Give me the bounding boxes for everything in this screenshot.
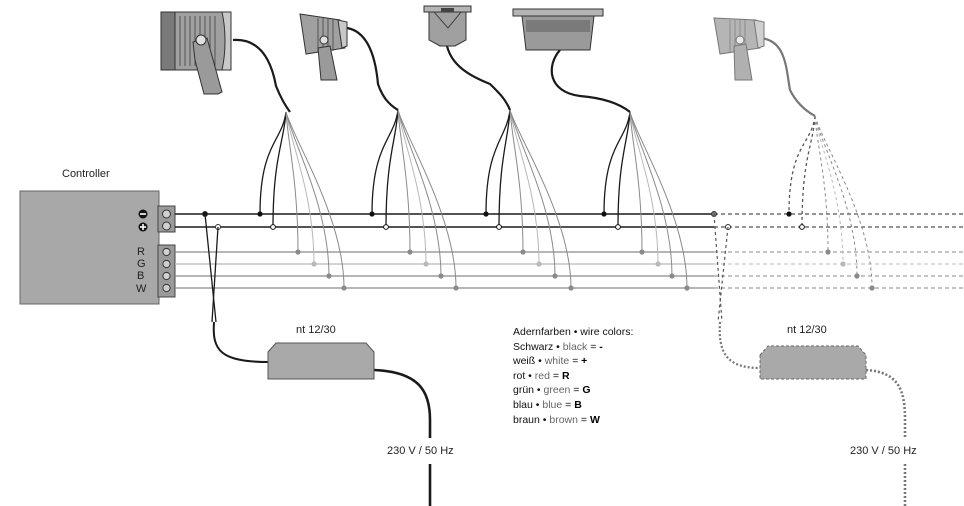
drop-wire <box>629 111 673 277</box>
wire-color-legend: Adernfarben • wire colors: Schwarz • bla… <box>513 325 633 427</box>
junction-dot <box>438 273 444 279</box>
drop-wire <box>629 111 659 265</box>
junction-dot <box>615 224 621 230</box>
drop-wire <box>397 109 442 277</box>
psu-right-housing <box>759 345 867 380</box>
drop-wire <box>509 109 540 265</box>
junction-dot <box>369 211 375 217</box>
junction-dot <box>536 261 542 267</box>
junction-dot <box>295 249 301 255</box>
spotlight-optional-icon <box>713 17 816 117</box>
junction-dot <box>786 211 792 217</box>
junction-dot <box>869 285 875 291</box>
drop-wire <box>397 109 411 253</box>
drop-wire <box>814 115 844 265</box>
terminal-label-g: G <box>137 258 146 270</box>
junction-dot <box>311 261 317 267</box>
recessed-wide-icon <box>512 8 631 113</box>
drop-wire <box>788 115 816 215</box>
drop-wire <box>814 115 873 289</box>
bus-lines <box>175 213 714 289</box>
drop-wire <box>603 111 631 215</box>
junction-dot <box>257 211 263 217</box>
controller-title: Controller <box>62 168 110 180</box>
bus-lines-optional <box>714 213 964 289</box>
controller-box <box>19 190 160 305</box>
drop-wire <box>285 111 315 265</box>
legend-row: weiß • white = + <box>513 355 588 368</box>
drop-wire <box>629 111 643 253</box>
drop-wire <box>485 109 511 215</box>
drop-wire <box>617 111 631 228</box>
junction-dot <box>601 211 607 217</box>
drop-wire <box>629 111 688 289</box>
drop-wire <box>498 109 511 228</box>
junction-dot <box>854 273 860 279</box>
junction-dot <box>669 273 675 279</box>
legend-row: Schwarz • black = - <box>513 340 603 353</box>
drop-wire <box>385 109 399 228</box>
junction-dot <box>825 249 831 255</box>
junction-dot <box>520 249 526 255</box>
legend-row: braun • brown = W <box>513 413 600 426</box>
junction-dot <box>483 211 489 217</box>
drop-wire <box>509 109 572 289</box>
junction-dot <box>568 285 574 291</box>
junction-dot <box>496 224 502 230</box>
psu-left-label: nt 12/30 <box>296 324 336 336</box>
junction-dot <box>552 273 558 279</box>
spotlight-large-icon <box>160 11 291 113</box>
junction-dot <box>655 261 661 267</box>
junction-dot <box>423 261 429 267</box>
drop-wire <box>259 111 287 215</box>
drop-wire <box>285 111 345 289</box>
junction-dot <box>840 261 846 267</box>
drop-wire <box>397 109 457 289</box>
drop-wire <box>509 109 524 253</box>
junction-dot <box>270 224 276 230</box>
junction-dot <box>799 224 805 230</box>
recessed-square-icon <box>423 5 512 111</box>
drop-wire <box>801 115 816 228</box>
power-wiring-left <box>204 213 219 323</box>
drop-wire <box>509 109 556 277</box>
drop-wire <box>814 115 858 277</box>
terminal-label-r: R <box>137 246 145 258</box>
drop-wire <box>814 115 829 253</box>
psu-feed-right <box>718 321 761 370</box>
junction-dot <box>407 249 413 255</box>
legend-row: rot • red = R <box>513 369 570 382</box>
power-wiring-right <box>713 213 729 323</box>
luminaire-drops <box>202 109 875 291</box>
legend-heading: Adernfarben • wire colors: <box>513 326 634 338</box>
drop-wire <box>285 111 330 277</box>
junction-dot <box>639 249 645 255</box>
spotlight-small-icon <box>299 13 399 111</box>
junction-dot <box>453 285 459 291</box>
drop-wire <box>285 111 299 253</box>
psu-right-label: nt 12/30 <box>787 324 827 336</box>
junction-dot <box>383 224 389 230</box>
terminal-label-w: W <box>136 283 147 295</box>
drop-wire <box>397 109 427 265</box>
junction-dot <box>341 285 347 291</box>
drop-wire <box>272 111 287 228</box>
mains-left-label: 230 V / 50 Hz <box>387 445 454 457</box>
rgbw-terminal-block <box>157 244 176 298</box>
mains-right-label: 230 V / 50 Hz <box>850 445 917 457</box>
legend-row: blau • blue = B <box>513 398 582 411</box>
junction-dot <box>684 285 690 291</box>
mains-cable-left <box>373 368 432 506</box>
drop-wire <box>371 109 399 215</box>
psu-feed-left <box>212 321 269 363</box>
junction-dot <box>326 273 332 279</box>
psu-left-housing <box>267 342 375 380</box>
terminal-label-b: B <box>137 270 145 282</box>
mains-cable-right <box>865 368 907 506</box>
legend-row: grün • green = G <box>513 384 591 397</box>
